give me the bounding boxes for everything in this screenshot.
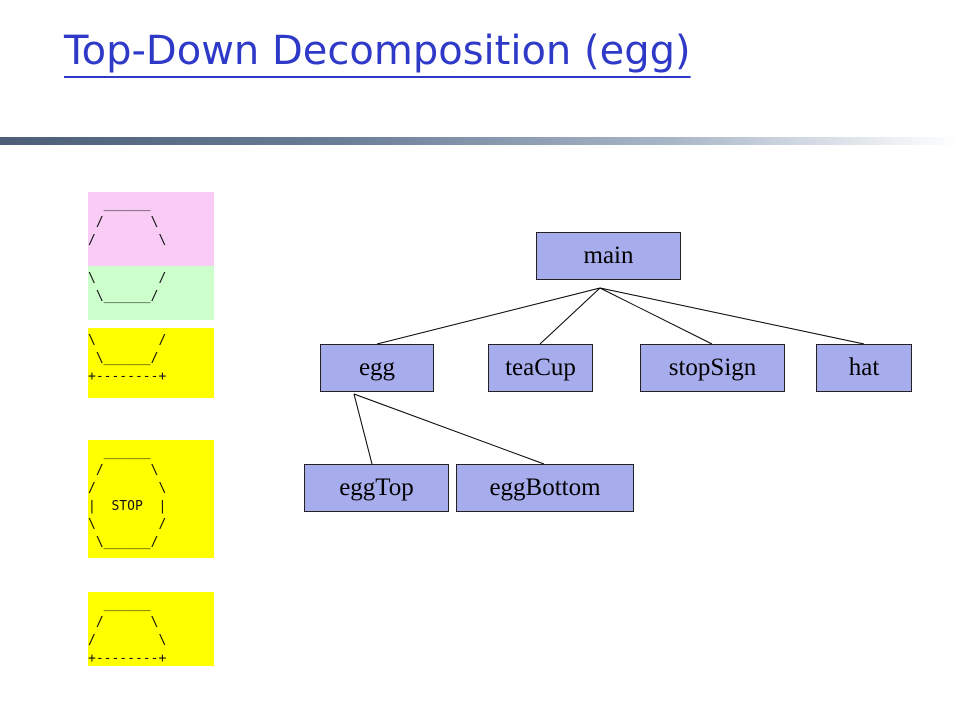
edge-main-teacup (539, 287, 601, 345)
edge-main-hat (599, 287, 865, 345)
node-egg: egg (320, 344, 434, 392)
edge-main-stopsign (599, 287, 713, 345)
edge-egg-eggtop (353, 393, 373, 465)
egg-bottom-art: \ / \______/ (88, 266, 214, 320)
node-eggbottom: eggBottom (456, 464, 634, 512)
edge-egg-eggbottom (353, 393, 545, 465)
stop-sign-art: ______ / \ / \ | STOP | \ / \______/ (88, 440, 214, 558)
node-hat: hat (816, 344, 912, 392)
node-main: main (536, 232, 681, 280)
hat-art: ______ / \ / \ +--------+ (88, 592, 214, 666)
slide-title: Top-Down Decomposition (egg) (64, 28, 691, 74)
tea-cup-art: \ / \______/ +--------+ (88, 328, 214, 398)
edge-main-egg (376, 287, 601, 345)
node-eggtop: eggTop (304, 464, 449, 512)
node-stopsign: stopSign (640, 344, 785, 392)
egg-top-art: ______ / \ / \ (88, 192, 214, 266)
node-teacup: teaCup (488, 344, 593, 392)
title-divider (0, 137, 960, 145)
